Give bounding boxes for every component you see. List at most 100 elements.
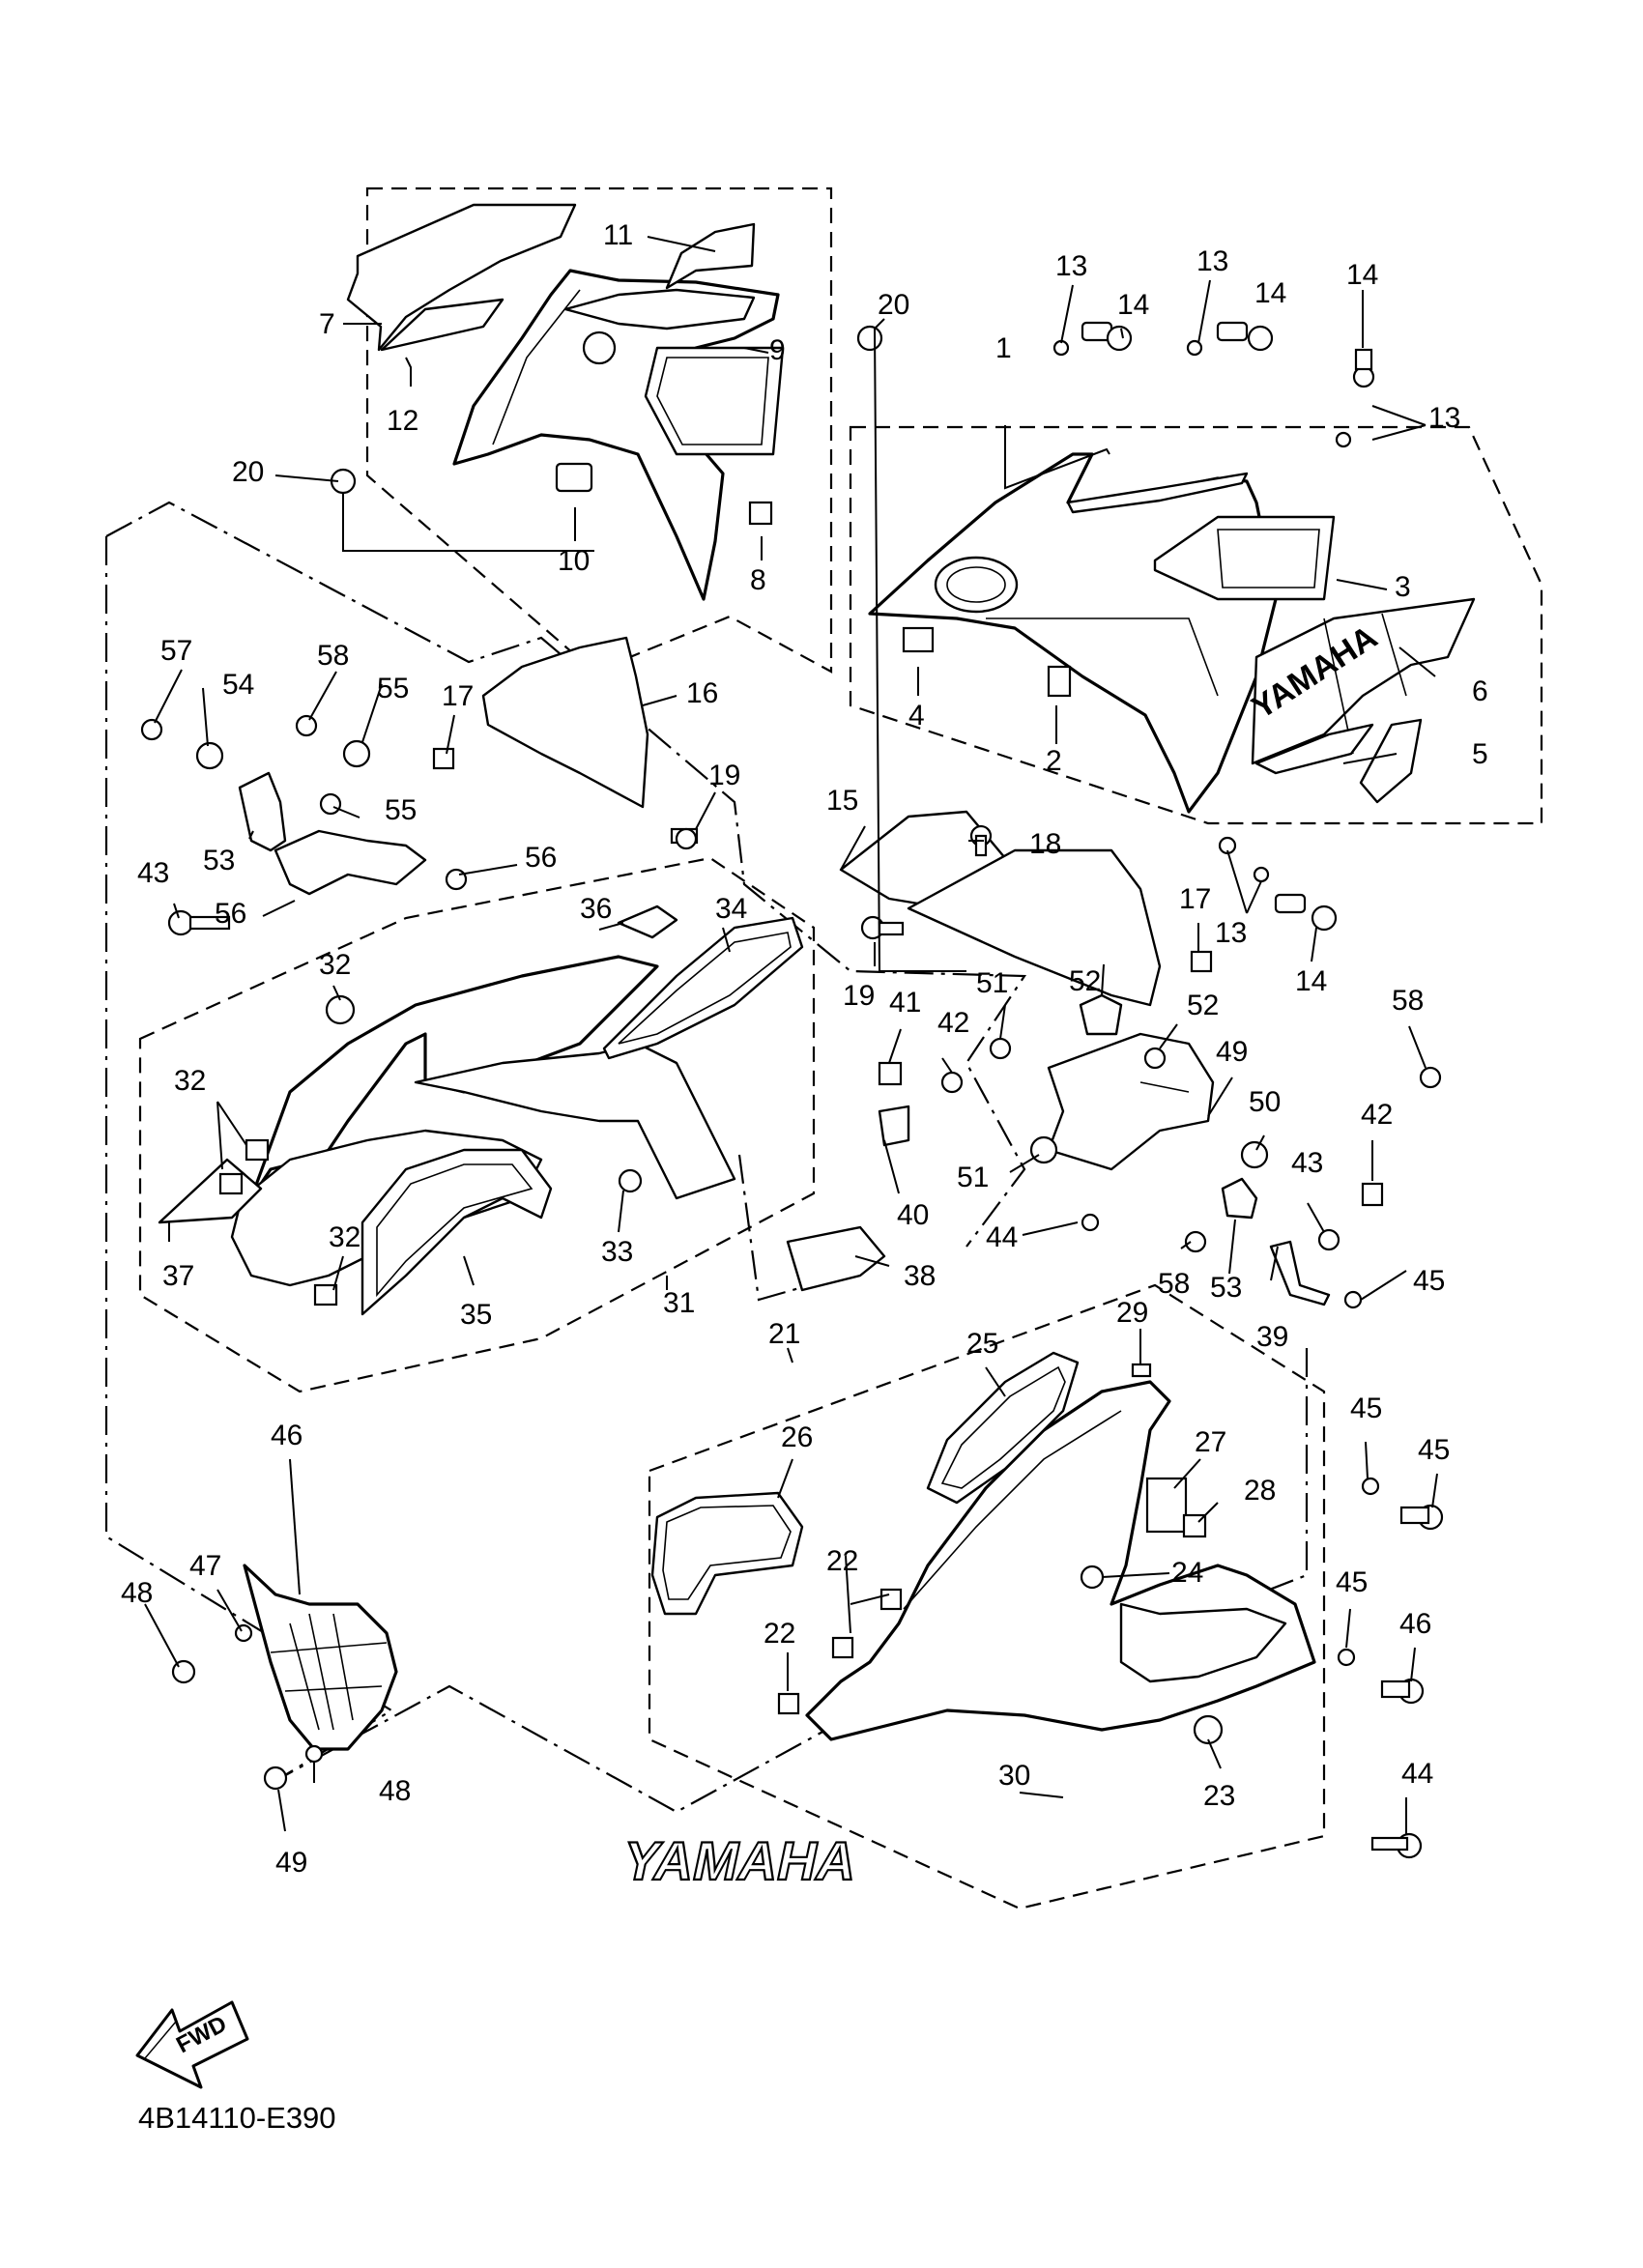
callout-19b: 19	[843, 980, 875, 1012]
panel-piece-39	[786, 1225, 886, 1292]
callout-13a: 13	[1055, 250, 1087, 282]
screw-19-b	[860, 915, 905, 940]
callout-30: 30	[998, 1760, 1030, 1792]
callout-52a: 51	[976, 967, 1008, 999]
forward-arrow: FWD	[135, 2000, 249, 2089]
callout-45b: 45	[1413, 1265, 1445, 1297]
visor-part	[563, 288, 756, 330]
inner-cover-part	[907, 848, 1162, 1007]
windshield-shade-part	[380, 298, 504, 352]
nut-2-part	[1047, 665, 1072, 698]
callout-17b: 17	[1179, 883, 1211, 915]
decal-11-part	[665, 222, 756, 290]
callout-11: 11	[603, 219, 633, 251]
callout-45a: 44	[986, 1221, 1018, 1253]
grommet-4-part	[902, 626, 935, 653]
bracket-57-part	[274, 829, 427, 896]
screw-13-14-b	[1186, 321, 1274, 357]
inner-panel-16-part	[481, 636, 649, 809]
callout-14b: 14	[1254, 277, 1286, 309]
callout-57: 56	[215, 898, 246, 930]
callout-14d: 14	[1295, 965, 1327, 997]
inner-panel-parts	[158, 636, 1213, 1316]
bracket-53a-part	[1079, 993, 1123, 1036]
screw-13-14-c	[1335, 348, 1375, 448]
side-cowling-group-outline	[849, 425, 1543, 825]
callout-49a: 48	[121, 1577, 153, 1609]
inner-panel-group-outline	[138, 856, 816, 1393]
callout-32a: 32	[174, 1065, 206, 1097]
callout-20a: 20	[878, 289, 909, 321]
diagram-code: 4B14110-E390	[138, 2101, 336, 2135]
callout-18: 18	[1029, 828, 1061, 860]
callout-51b: 51	[957, 1162, 989, 1193]
nut-32b-part	[218, 1172, 244, 1195]
callout-1: 1	[995, 332, 1012, 364]
callout-10: 10	[558, 545, 590, 577]
callout-14a: 14	[1117, 289, 1149, 321]
nut-22a-part	[879, 1588, 903, 1611]
callout-48a: 47	[189, 1550, 221, 1582]
screw-46-a	[1399, 1504, 1444, 1531]
callout-9: 9	[769, 334, 786, 366]
callout-4: 4	[908, 700, 925, 732]
callout-6: 6	[1472, 675, 1488, 707]
callout-42a: 41	[889, 987, 921, 1019]
callout-labels: 1 2 3 4 5 6 7 8 9 10 11 12 13 13 13 13 1…	[121, 219, 1488, 1879]
under-cowling-lower-skirt	[1119, 1602, 1287, 1683]
callout-56b: 56	[525, 842, 557, 874]
fasteners	[140, 321, 1444, 1859]
screw-43-b	[1317, 1228, 1340, 1251]
callout-22a: 22	[826, 1545, 858, 1577]
side-cowling-inlet-inner	[946, 566, 1006, 603]
callout-19a: 19	[708, 760, 740, 791]
washer-48b-part	[304, 1744, 324, 1764]
callout-49b: 49	[275, 1847, 307, 1879]
under-cowling-group-outline	[648, 1283, 1326, 1910]
callout-38: 37	[162, 1260, 194, 1292]
callout-41: 40	[897, 1199, 929, 1231]
callout-58c: 58	[1392, 985, 1424, 1017]
side-cowling-parts: YAMAHA	[868, 452, 1476, 814]
screw-13-14-a	[1052, 321, 1133, 357]
callout-58b: 58	[317, 640, 349, 672]
upper-cowling-group-outline	[365, 187, 833, 674]
side-cowling-curve	[986, 617, 1219, 697]
forward-arrow-icon	[135, 2000, 249, 2089]
duct-guard-47-grille	[270, 1613, 388, 1731]
callout-33: 32	[319, 949, 351, 981]
nut-22c-part	[777, 1692, 800, 1715]
grommet-10-part	[555, 462, 593, 493]
callout-47: 46	[271, 1420, 303, 1451]
callout-42b: 42	[1361, 1099, 1393, 1131]
bolt-24-part	[1080, 1565, 1105, 1590]
callout-31: 31	[663, 1287, 695, 1319]
callout-17a: 17	[442, 680, 474, 712]
screw-43-a	[940, 1071, 964, 1094]
callout-40: 39	[1256, 1321, 1288, 1353]
inner-panel-31-fold	[414, 1042, 736, 1200]
nut-32c-part	[313, 1283, 338, 1306]
duct-seal-part	[644, 346, 785, 456]
side-duct-seal-inner	[1217, 529, 1320, 589]
grommet-27-part	[1145, 1477, 1188, 1534]
duct-seal-26-inner	[662, 1505, 792, 1600]
callout-37: 36	[580, 893, 612, 925]
callout-14c: 14	[1346, 259, 1378, 291]
callout-28: 28	[1244, 1475, 1276, 1507]
nut-8-part	[748, 501, 773, 526]
grommet-51b-part	[1240, 1140, 1269, 1169]
bracket-chain-outline	[737, 1154, 827, 1302]
side-duct-seal-part	[1153, 515, 1336, 601]
upper-cowling-parts	[330, 203, 883, 601]
callout-35: 34	[715, 893, 747, 925]
bracket-53b-part	[1221, 1177, 1258, 1220]
callout-43b: 43	[1291, 1147, 1323, 1179]
screw-46-b	[1380, 1678, 1425, 1705]
duct-seal-25-part	[926, 1351, 1080, 1505]
callout-39: 38	[904, 1260, 936, 1292]
bracket-parts	[878, 993, 1384, 1306]
duct-seal-26-part	[650, 1491, 804, 1616]
screw-19-a	[670, 827, 699, 850]
